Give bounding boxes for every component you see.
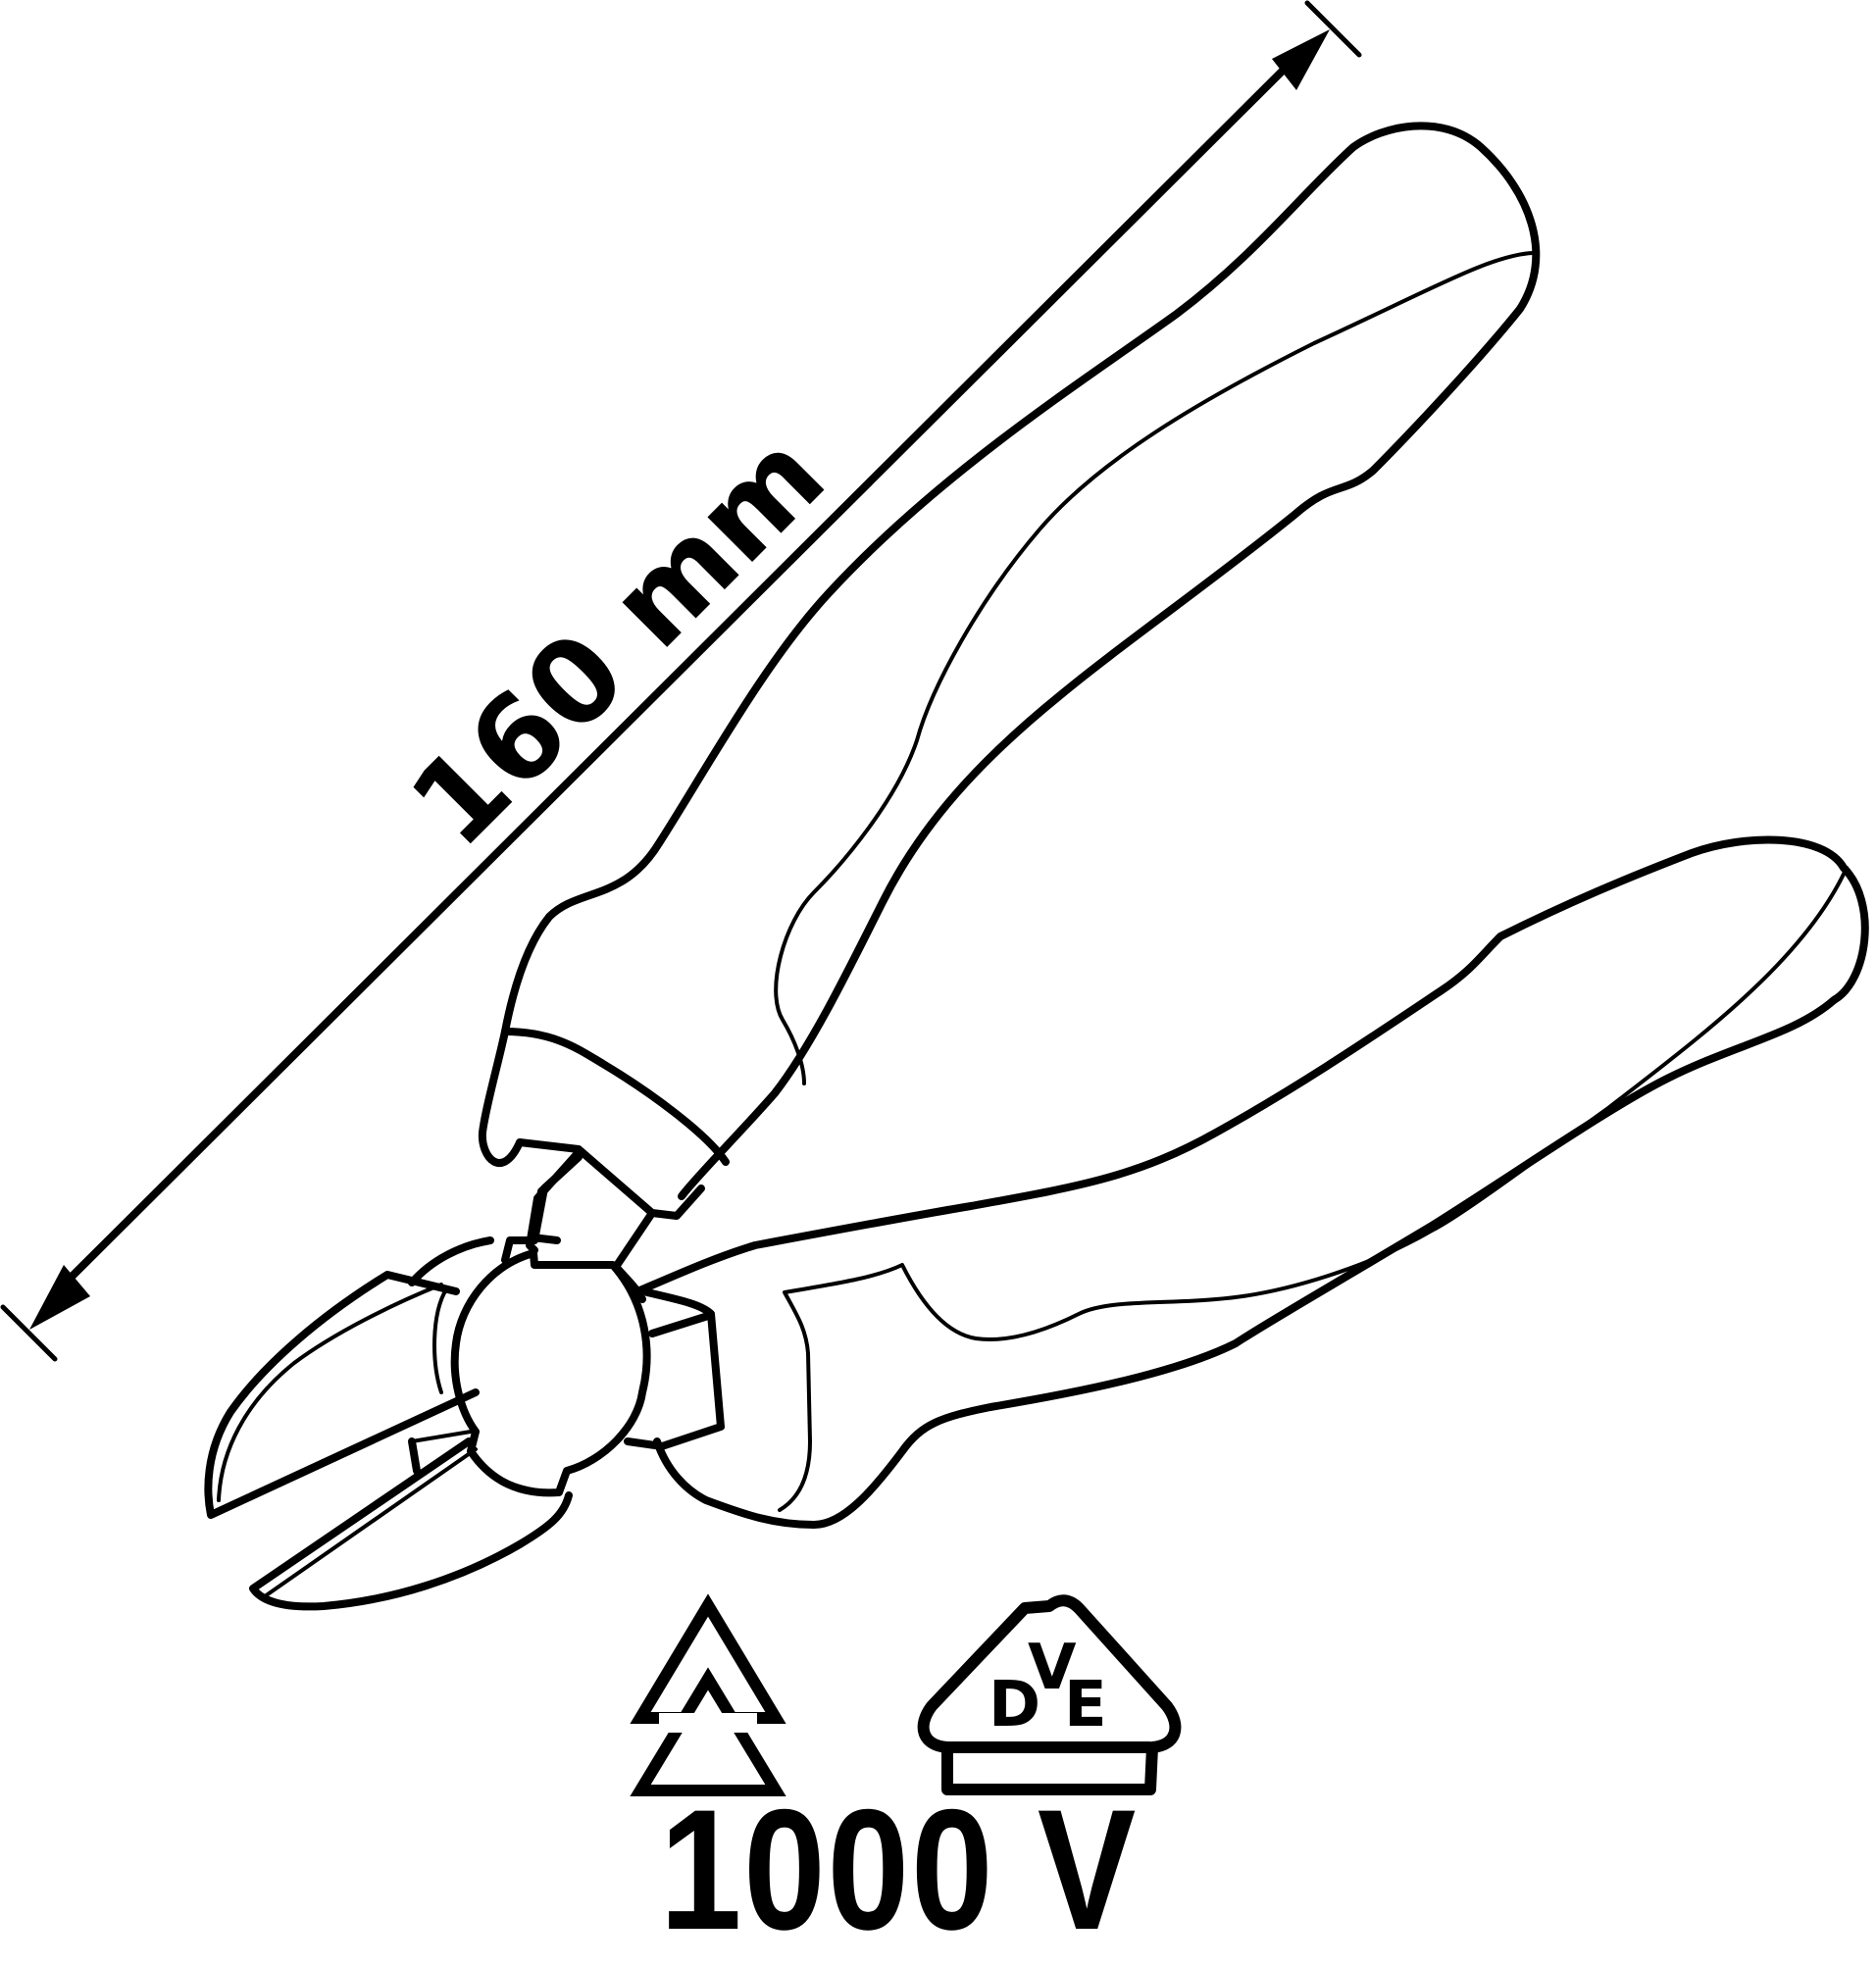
dimension-tick-end xyxy=(1304,0,1362,58)
dimension-label: 160 mm xyxy=(384,407,850,873)
arrowhead-up-right-icon xyxy=(1272,29,1330,90)
upper-jaw-bevel xyxy=(217,1283,443,1502)
vde-letter-d: D xyxy=(989,1669,1040,1741)
upper-jaw-inner-edge xyxy=(432,1287,448,1394)
upper-handle-collar xyxy=(501,1028,730,1166)
upper-handle-collar-edge xyxy=(478,1028,524,1167)
lower-jaw-bevel xyxy=(263,1447,478,1598)
lower-handle xyxy=(624,835,1869,1529)
vde-letter-v: V xyxy=(1028,1632,1077,1704)
upper-jaw-outline xyxy=(204,1271,480,1519)
lower-handle-grip-contour xyxy=(778,866,1849,1512)
vde-letter-e: E xyxy=(1064,1669,1107,1741)
dimension-tick-start xyxy=(0,1304,58,1362)
lower-handle-collar xyxy=(624,1288,725,1450)
pivot-boss-lower-rim xyxy=(469,1449,559,1494)
vde-icon: V D E xyxy=(917,1594,1182,1795)
lower-jaw-heel xyxy=(408,1437,421,1475)
pliers-joint xyxy=(450,1138,705,1497)
joint-upper-plate xyxy=(516,1138,705,1220)
lower-handle-collar-line xyxy=(648,1312,712,1337)
joint-stem xyxy=(501,1153,583,1264)
lower-jaw-heel-detail xyxy=(410,1430,473,1443)
voltage-rating: 1000 V xyxy=(0,1785,1876,1956)
dimension-annotation: 160 mm xyxy=(0,0,1362,1362)
upper-jaw xyxy=(204,1236,494,1519)
pivot-boss xyxy=(450,1249,651,1497)
upper-handle xyxy=(478,122,1541,1200)
double-triangle-icon xyxy=(630,1593,786,1796)
arrowhead-down-left-icon xyxy=(29,1265,90,1330)
voltage-rating-text: 1000 V xyxy=(659,1775,1139,1966)
upper-handle-grip-contour xyxy=(774,251,1535,1085)
lower-jaw-outline xyxy=(249,1437,573,1611)
upper-handle-outline xyxy=(501,122,1541,1200)
dimension-line xyxy=(66,61,1293,1283)
upper-jaw-arc xyxy=(408,1236,494,1286)
lower-handle-outline xyxy=(632,835,1869,1529)
lower-jaw xyxy=(249,1430,573,1611)
